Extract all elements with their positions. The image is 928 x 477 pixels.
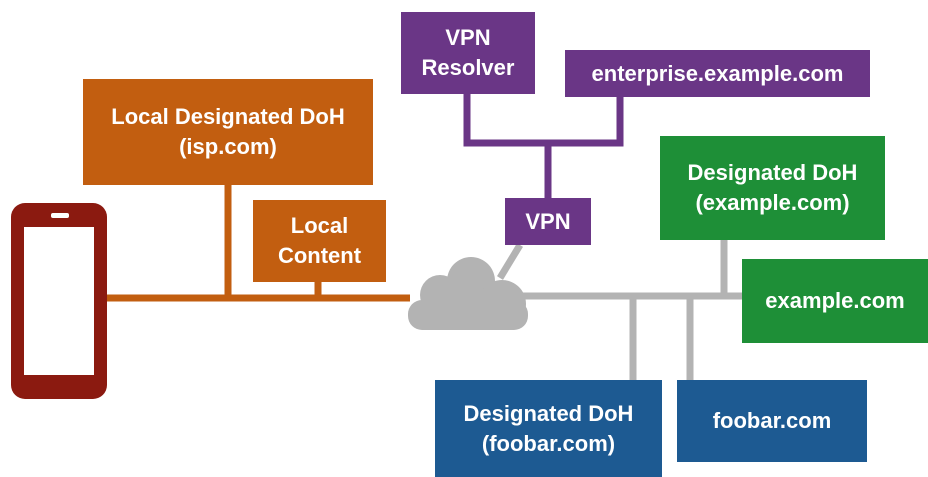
enterprise-example-label: enterprise.example.com bbox=[591, 60, 844, 86]
designated-doh-foobar-node: Designated DoH (foobar.com) bbox=[435, 380, 662, 477]
vpn-resolver-node: VPN Resolver bbox=[401, 12, 535, 94]
example-com-label: example.com bbox=[765, 288, 905, 313]
designated-doh-foobar-title: Designated DoH bbox=[463, 400, 634, 426]
foobar-com-node: foobar.com bbox=[677, 380, 867, 462]
local-designated-doh-title: Local Designated DoH bbox=[111, 104, 345, 129]
designated-doh-example-node: Designated DoH (example.com) bbox=[660, 136, 885, 240]
local-content-line2: Content bbox=[277, 243, 362, 268]
example-com-node: example.com bbox=[742, 259, 928, 343]
vpn-links bbox=[463, 94, 624, 198]
vpn-resolver-enterprise-link bbox=[463, 94, 624, 147]
cloud-icon bbox=[408, 257, 528, 330]
cloud-to-vpn-link bbox=[497, 243, 523, 280]
smartphone-icon bbox=[11, 203, 107, 399]
designated-doh-example-title: Designated DoH bbox=[687, 160, 858, 185]
local-links bbox=[105, 185, 410, 302]
vpn-resolver-line2: Resolver bbox=[421, 55, 515, 80]
designated-doh-example-domain: (example.com) bbox=[695, 190, 850, 215]
vpn-label: VPN bbox=[525, 208, 571, 234]
foobar-com-label: foobar.com bbox=[712, 408, 832, 433]
designated-doh-foobar-domain: (foobar.com) bbox=[481, 430, 616, 456]
local-designated-doh-domain: (isp.com) bbox=[179, 134, 277, 159]
local-designated-doh-node: Local Designated DoH (isp.com) bbox=[83, 79, 373, 185]
local-content-line1: Local bbox=[290, 213, 349, 238]
enterprise-example-node: enterprise.example.com bbox=[565, 50, 870, 97]
vpn-node: VPN bbox=[505, 198, 591, 245]
local-content-node: Local Content bbox=[253, 200, 386, 282]
vpn-resolver-line1: VPN bbox=[445, 25, 491, 50]
internet-links bbox=[497, 240, 742, 380]
